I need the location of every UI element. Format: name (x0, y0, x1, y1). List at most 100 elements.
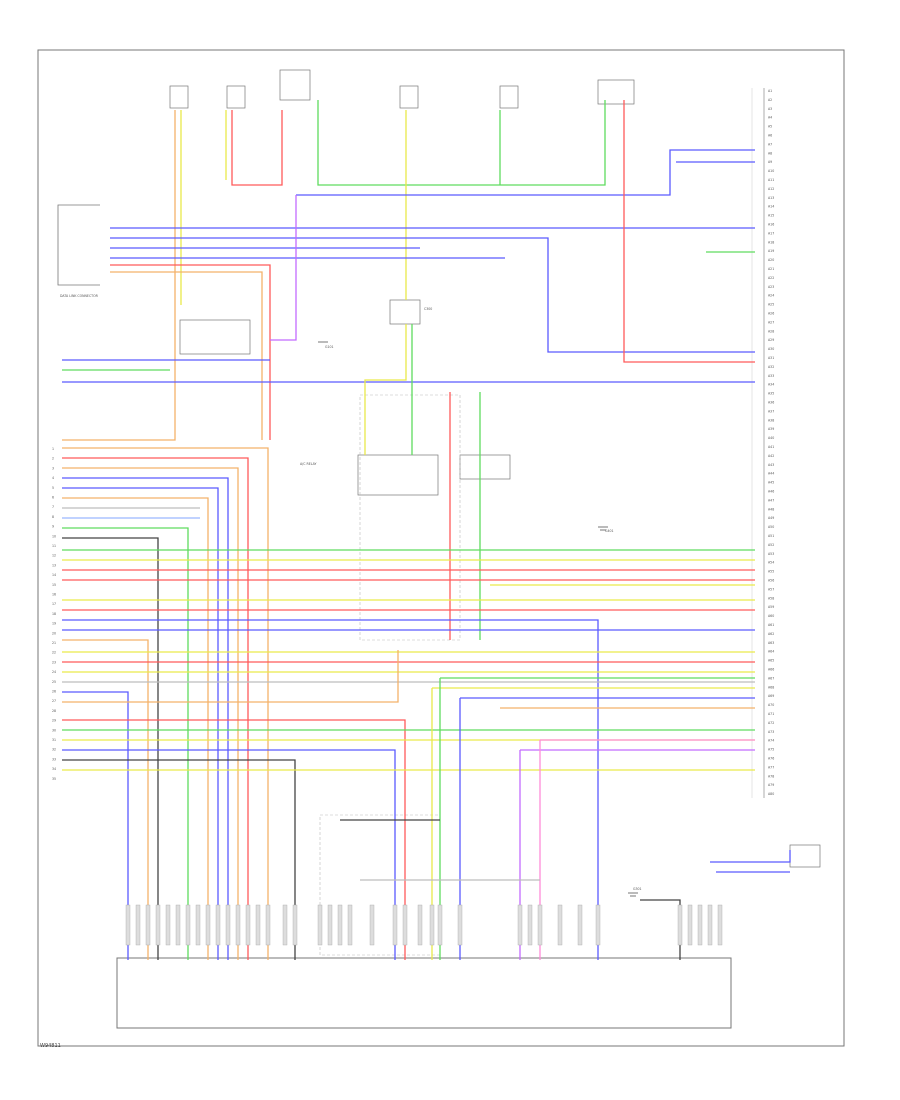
ecm-module-box (116, 957, 732, 1029)
ecm-terminal (235, 904, 241, 946)
wire-blue (62, 749, 396, 960)
right-pin-label: A29 (768, 338, 774, 342)
ecm-terminal (145, 904, 151, 946)
ground-ecm-label: G101 (325, 345, 334, 349)
right-pin-label: A30 (768, 347, 774, 351)
right-pin-label: A57 (768, 587, 774, 591)
right-pin-label: A65 (768, 659, 774, 663)
wire-red (62, 457, 249, 960)
ecm-terminal (697, 904, 703, 946)
junction-label: C300 (424, 307, 432, 311)
right-pin-label: A56 (768, 579, 774, 583)
right-pin-label: A64 (768, 650, 774, 654)
wire-orange (62, 447, 269, 960)
right-pin-label: A48 (768, 507, 774, 511)
right-pin-label: A80 (768, 792, 774, 796)
left-pin-label: 2 (52, 457, 54, 461)
right-pin-label: A49 (768, 516, 774, 520)
ecm-terminal (595, 904, 601, 946)
ecm-terminal (517, 904, 523, 946)
right-pin-label: A44 (768, 472, 774, 476)
ecm-terminal (215, 904, 221, 946)
ecm-terminal (165, 904, 171, 946)
left-pin-label: 26 (52, 690, 56, 694)
ecm-terminal (155, 904, 161, 946)
right-pin-label: A27 (768, 320, 774, 324)
left-pin-label: 30 (52, 728, 56, 732)
right-pin-label: A78 (768, 774, 774, 778)
right-pin-label: A73 (768, 730, 774, 734)
right-pin-label: A11 (768, 178, 774, 182)
right-pin-label: A33 (768, 374, 774, 378)
left-pin-label: 13 (52, 563, 56, 567)
left-pin-label: 7 (52, 505, 54, 509)
right-pin-label: A9 (768, 160, 772, 164)
right-pin-label: A18 (768, 240, 774, 244)
left-pin-label: 1 (52, 447, 54, 451)
right-pin-label: A74 (768, 739, 774, 743)
ecm-terminal (457, 904, 463, 946)
right-pin-label: A50 (768, 525, 774, 529)
right-pin-label: A13 (768, 196, 774, 200)
wire-blue (62, 477, 229, 960)
left-pin-label: 9 (52, 525, 54, 529)
right-connector-strip (751, 88, 765, 798)
right-pin-label: A79 (768, 783, 774, 787)
right-pin-label: A39 (768, 427, 774, 431)
right-pin-label: A58 (768, 596, 774, 600)
right-pin-label: A12 (768, 187, 774, 191)
right-pin-label: A1 (768, 89, 772, 93)
wire-orange (110, 271, 263, 440)
right-pin-label: A47 (768, 498, 774, 502)
right-pin-label: A15 (768, 214, 774, 218)
left-pin-label: 34 (52, 767, 56, 771)
right-pin-label: A3 (768, 107, 772, 111)
right-pin-label: A14 (768, 205, 774, 209)
left-pin-label: 31 (52, 738, 56, 742)
pin-labels: 1234567891011121314151617181920212223242… (52, 89, 774, 796)
left-pin-label: 17 (52, 602, 56, 606)
right-pin-label: A68 (768, 685, 774, 689)
left-pin-label: 32 (52, 748, 56, 752)
right-pin-label: A8 (768, 151, 772, 155)
right-pin-label: A46 (768, 490, 774, 494)
ecm-terminal (265, 904, 271, 946)
wire-blue (110, 237, 755, 353)
ecm-terminal (245, 904, 251, 946)
right-pin-label: A22 (768, 276, 774, 280)
left-pin-label: 33 (52, 757, 56, 761)
left-pin-label: 12 (52, 554, 56, 558)
left-pin-label: 19 (52, 622, 56, 626)
ground-lower-label: G301 (633, 887, 642, 891)
wire-blue (62, 487, 219, 960)
ecm-terminal (255, 904, 261, 946)
right-pin-label: A75 (768, 748, 774, 752)
wire-green (317, 100, 606, 186)
ecm-terminal (687, 904, 693, 946)
right-pin-label: A36 (768, 401, 774, 405)
left-pin-label: 4 (52, 476, 54, 480)
ecm-terminal (717, 904, 723, 946)
right-pin-label: A40 (768, 436, 774, 440)
right-pin-label: A38 (768, 418, 774, 422)
relay-label: A/C RELAY (300, 462, 317, 466)
ecm-terminal (429, 904, 435, 946)
left-pin-label: 11 (52, 544, 56, 548)
wire-orange (62, 650, 399, 703)
ecm-terminal (175, 904, 181, 946)
left-pin-label: 28 (52, 709, 56, 713)
left-pin-label: 15 (52, 583, 56, 587)
ecm-terminal (337, 904, 343, 946)
ecm-terminal (402, 904, 408, 946)
ecm-terminal (135, 904, 141, 946)
left-pin-label: 16 (52, 593, 56, 597)
wire-red (110, 264, 271, 440)
right-pin-label: A42 (768, 454, 774, 458)
ecm-terminal (205, 904, 211, 946)
ecm-terminal (557, 904, 563, 946)
right-pin-label: A5 (768, 125, 772, 129)
right-pin-label: A7 (768, 142, 772, 146)
left-pin-label: 35 (52, 777, 56, 781)
right-pin-label: A59 (768, 605, 774, 609)
ecm-terminal (282, 904, 288, 946)
